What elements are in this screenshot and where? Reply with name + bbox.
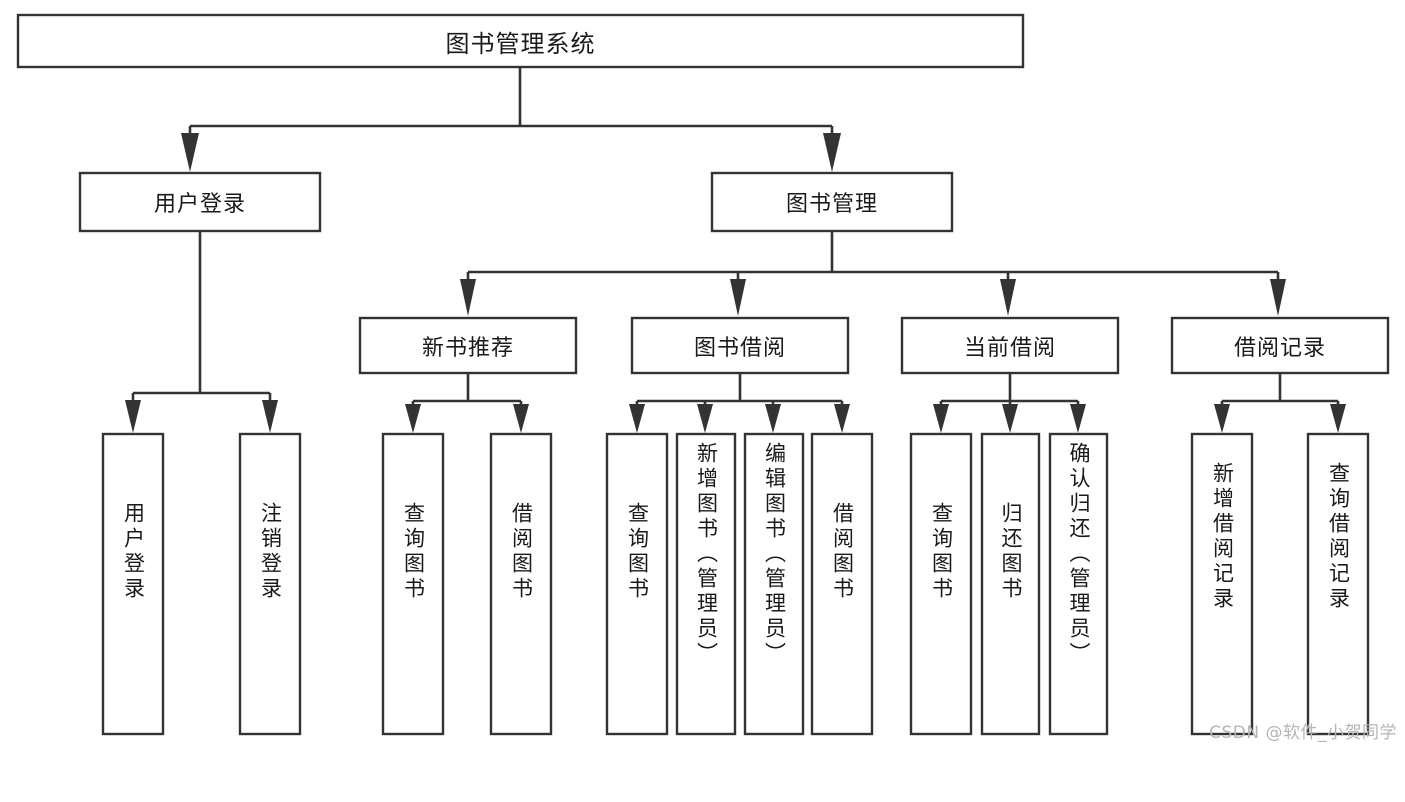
arrowhead-leaf-user-login-1 — [262, 400, 278, 433]
arrowhead-book-manage — [823, 133, 841, 172]
node-current-borrow-box[interactable] — [900, 316, 1120, 375]
arrowhead-leaf-cb-0 — [933, 404, 949, 433]
node-borrow-record-box[interactable] — [1170, 316, 1390, 375]
leaf-box-bb-0[interactable] — [605, 432, 669, 736]
leaf-box-cb-1[interactable] — [980, 432, 1041, 736]
leaf-box-nbr-0[interactable] — [381, 432, 445, 736]
flowchart-svg — [16, 13, 1390, 736]
leaf-box-bb-3[interactable] — [810, 432, 874, 736]
leaf-box-user-login-0[interactable] — [101, 432, 165, 736]
arrowhead-borrow-record — [1270, 279, 1286, 316]
leaf-box-nbr-1[interactable] — [489, 432, 553, 736]
leaf-box-cb-0[interactable] — [909, 432, 973, 736]
leaf-box-bb-2[interactable] — [743, 432, 805, 736]
arrowhead-current-borrow — [1000, 279, 1016, 316]
arrowhead-leaf-nbr-1 — [513, 404, 529, 433]
arrowhead-new-book-rec — [460, 279, 476, 316]
arrowhead-leaf-cb-1 — [1002, 404, 1018, 433]
arrowhead-leaf-bb-3 — [834, 404, 850, 433]
arrowhead-leaf-cb-2 — [1070, 404, 1086, 433]
leaf-box-br-0[interactable] — [1190, 432, 1254, 736]
leaf-box-cb-2[interactable] — [1048, 432, 1109, 736]
arrowhead-leaf-user-login-0 — [125, 400, 141, 433]
node-user-login-box[interactable] — [78, 171, 322, 233]
leaf-box-bb-1[interactable] — [675, 432, 737, 736]
arrowhead-user-login — [181, 133, 199, 172]
arrowhead-leaf-br-0 — [1214, 404, 1230, 433]
leaf-box-br-1[interactable] — [1306, 432, 1370, 736]
arrowhead-book-borrow — [730, 279, 746, 316]
arrowhead-leaf-bb-2 — [765, 404, 781, 433]
arrowhead-leaf-br-1 — [1330, 404, 1346, 433]
flowchart-canvas: 图书管理系统 用户登录 图书管理 新书推荐 图书借阅 当前借阅 借阅记录 用户登… — [16, 13, 1397, 743]
arrowhead-leaf-nbr-0 — [405, 404, 421, 433]
arrowhead-leaf-bb-0 — [629, 404, 645, 433]
node-root-box[interactable] — [16, 13, 1025, 69]
leaf-box-user-login-1[interactable] — [238, 432, 302, 736]
node-book-manage-box[interactable] — [710, 171, 954, 233]
node-book-borrow-box[interactable] — [630, 316, 850, 375]
arrowhead-leaf-bb-1 — [697, 404, 713, 433]
node-new-book-rec-box[interactable] — [358, 316, 578, 375]
